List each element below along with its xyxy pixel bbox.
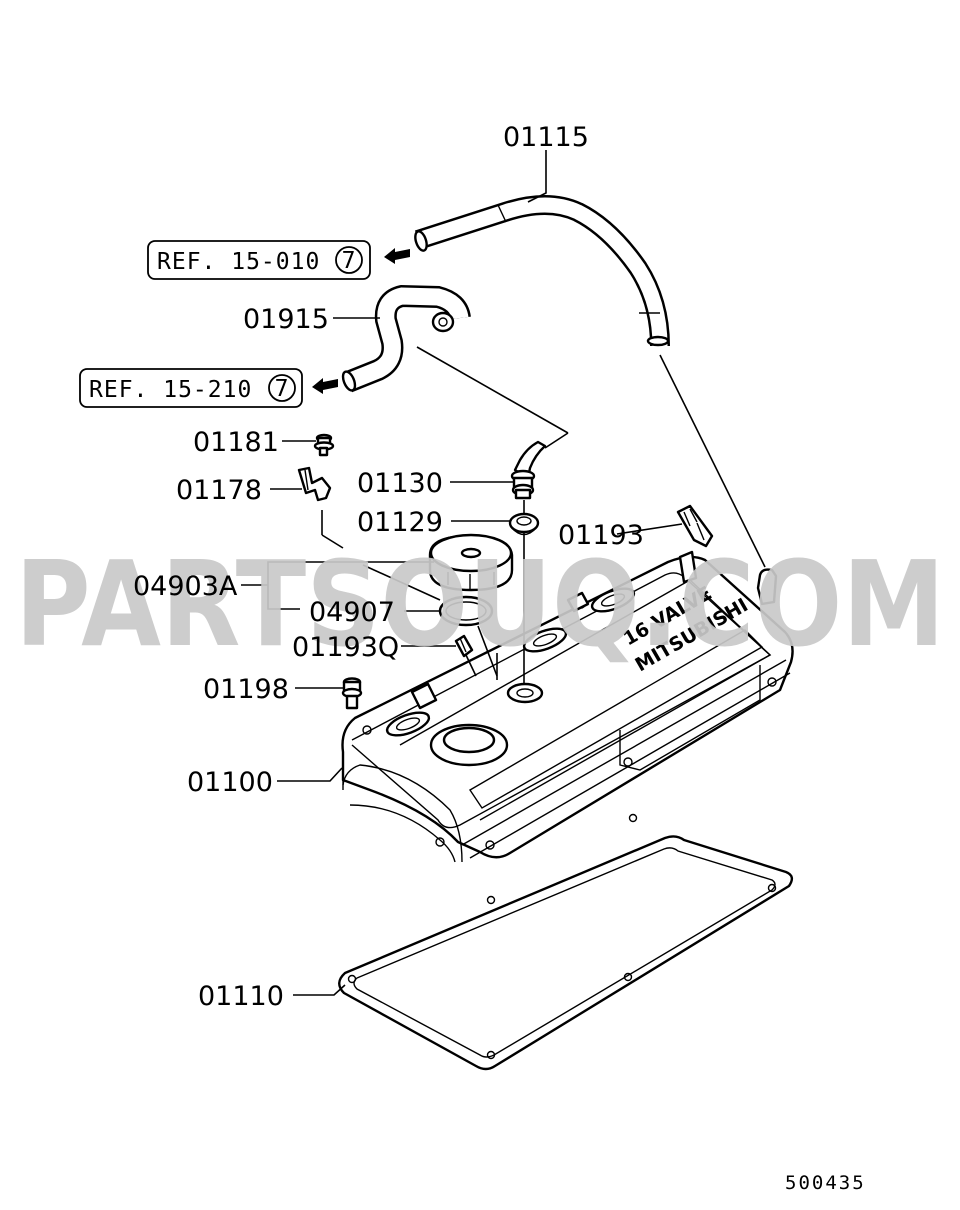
hose-01915[interactable]: [341, 284, 471, 393]
label-01129[interactable]: 01129: [357, 507, 443, 538]
label-01110[interactable]: 01110: [198, 981, 284, 1012]
ref-15-210-circle: 7: [275, 376, 290, 402]
label-01178[interactable]: 01178: [176, 475, 262, 506]
label-01115[interactable]: 01115: [503, 122, 589, 153]
label-01181[interactable]: 01181: [193, 427, 279, 458]
label-01198[interactable]: 01198: [203, 674, 289, 705]
pcv-valve-01130[interactable]: [510, 440, 547, 500]
label-01193[interactable]: 01193: [558, 520, 644, 551]
hose-01115[interactable]: [413, 195, 670, 347]
diagram-code: 500435: [785, 1172, 866, 1194]
rocker-cover-01100[interactable]: 16 VALVE MITSUBISHI: [341, 550, 794, 863]
arrow-icon: [312, 378, 338, 394]
ref-15-010-label: REF. 15-010: [157, 249, 320, 275]
ref-15-010-circle: 7: [342, 248, 357, 274]
clip-01193[interactable]: [676, 504, 714, 548]
grommet-01129[interactable]: [508, 512, 540, 536]
ref-15-210[interactable]: REF. 15-210 7: [79, 368, 303, 408]
ref-15-210-label: REF. 15-210: [89, 377, 252, 403]
bolt-01181[interactable]: [313, 433, 335, 457]
label-01130[interactable]: 01130: [357, 468, 443, 499]
oil-cap-04903A[interactable]: [428, 533, 514, 592]
label-01193Q[interactable]: 01193Q: [292, 632, 399, 663]
ref-15-010[interactable]: REF. 15-010 7: [147, 240, 371, 280]
gasket-01110[interactable]: [338, 813, 794, 1071]
bolt-01198[interactable]: [341, 677, 363, 710]
label-01915[interactable]: 01915: [243, 304, 329, 335]
arrow-icon: [384, 248, 410, 264]
clip-01178[interactable]: [297, 466, 332, 502]
watermark: PARTSOUQ.COM: [15, 535, 945, 673]
leader-lines: [241, 150, 766, 996]
label-01100[interactable]: 01100: [187, 767, 273, 798]
label-04903A[interactable]: 04903A: [133, 571, 238, 602]
part-labels: 01115 01915 01181 01178 01130 01129 0119…: [133, 122, 644, 1012]
label-04907[interactable]: 04907: [309, 597, 395, 628]
clip-01193Q[interactable]: [454, 634, 474, 658]
